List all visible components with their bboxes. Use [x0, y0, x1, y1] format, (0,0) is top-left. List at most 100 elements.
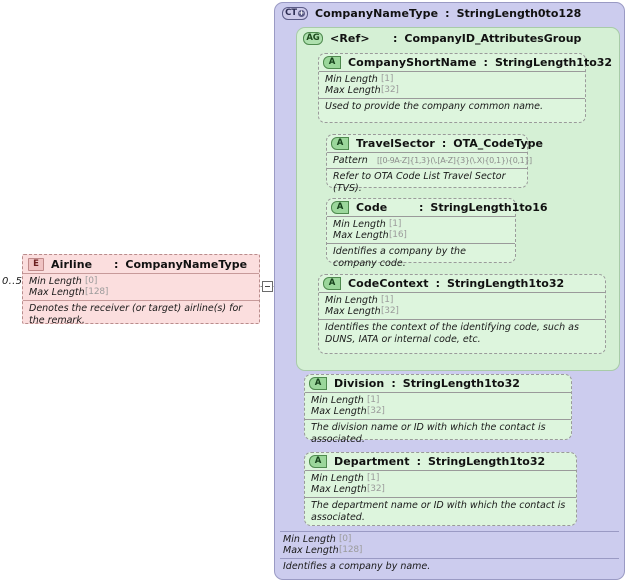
attribute-division[interactable]: A Division : StringLength1to32 Min Lengt…	[304, 374, 572, 445]
facet-row: Min Length [1]	[325, 74, 579, 85]
attribute-separator: :	[416, 455, 421, 468]
facet-value-min-length: [1]	[367, 395, 380, 405]
facet-key-max-length: Max Length	[311, 484, 367, 495]
attribute-group-type: CompanyID_AttributesGroup	[404, 32, 582, 45]
facet-value-max-length: [32]	[381, 306, 399, 316]
attribute-company-short-name[interactable]: A CompanyShortName : StringLength1to32 M…	[318, 53, 612, 123]
attribute-header: A Code : StringLength1to16	[327, 199, 548, 216]
attribute-travel-sector[interactable]: A TravelSector : OTA_CodeType Pattern [[…	[326, 134, 543, 194]
facet-key-min-length: Min Length	[311, 473, 364, 484]
facet-key-max-length: Max Length	[333, 230, 389, 241]
attribute-annotation: Identifies a company by the company code…	[327, 243, 515, 272]
attribute-department[interactable]: A Department : StringLength1to32 Min Len…	[304, 452, 577, 526]
facet-value-max-length: [32]	[367, 484, 385, 494]
facet-value-min-length: [1]	[389, 219, 402, 229]
facet-value-max-length: [128]	[85, 287, 109, 297]
attribute-facets: Min Length [1] Max Length [32]	[305, 392, 571, 419]
element-airline[interactable]: E Airline : CompanyNameType Min Length […	[22, 254, 260, 326]
complex-type-name: CompanyNameType	[315, 7, 439, 20]
facet-key-pattern: Pattern	[333, 155, 368, 166]
element-facets: Min Length [0] Max Length [128]	[23, 273, 259, 300]
attribute-type: StringLength1to32	[494, 56, 613, 69]
attribute-icon[interactable]: A	[331, 201, 349, 214]
complex-type-separator: :	[445, 7, 450, 20]
facet-row: Max Length [32]	[311, 484, 570, 495]
facet-key-min-length: Min Length	[333, 219, 386, 230]
attribute-separator: :	[419, 201, 424, 214]
facet-key-min-length: Min Length	[29, 276, 82, 287]
element-annotation: Denotes the receiver (or target) airline…	[23, 300, 259, 329]
element-header: E Airline : CompanyNameType	[23, 255, 259, 273]
attribute-annotation: Used to provide the company common name.	[319, 98, 585, 116]
attribute-facets: Min Length [1] Max Length [32]	[319, 71, 585, 98]
facet-value-min-length: [1]	[381, 295, 394, 305]
facet-row: Min Length [1]	[333, 219, 509, 230]
complex-type-annotation: Identifies a company by name.	[280, 557, 619, 576]
facet-value-max-length: [128]	[339, 544, 363, 555]
complex-type-type: StringLength0to128	[456, 7, 582, 20]
attribute-annotation: Identifies the context of the identifyin…	[319, 319, 605, 348]
facet-value-max-length: [32]	[367, 406, 385, 416]
collapse-toggle-icon[interactable]	[262, 281, 273, 292]
attribute-icon[interactable]: A	[323, 277, 341, 290]
attribute-icon[interactable]: A	[309, 455, 327, 468]
attribute-type: StringLength1to16	[430, 201, 548, 214]
facet-row: Min Length [0]	[283, 534, 613, 545]
attribute-facets: Min Length [1] Max Length [16]	[327, 216, 515, 243]
attribute-annotation: The department name or ID with which the…	[305, 497, 576, 526]
element-name: Airline	[51, 258, 93, 271]
attribute-code-context[interactable]: A CodeContext : StringLength1to32 Min Le…	[318, 274, 606, 354]
attribute-annotation: The division name or ID with which the c…	[305, 419, 571, 448]
attribute-group-icon[interactable]: AG	[303, 32, 323, 45]
attribute-code[interactable]: A Code : StringLength1to16 Min Length [1…	[326, 198, 548, 269]
facet-key-max-length: Max Length	[29, 287, 85, 298]
attribute-name: CompanyShortName	[348, 56, 477, 69]
attribute-type: StringLength1to32	[428, 455, 546, 468]
facet-row: Min Length [1]	[325, 295, 599, 306]
attribute-group-header: AG <Ref> : CompanyID_AttributesGroup	[297, 28, 619, 48]
facet-key-min-length: Min Length	[325, 74, 378, 85]
attribute-annotation: Refer to OTA Code List Travel Sector (TV…	[327, 168, 527, 197]
attribute-facets: Pattern [[0-9A-Z]{1,3}(\.[A-Z]{3}(\.X){0…	[327, 152, 532, 168]
attribute-header: A Division : StringLength1to32	[305, 375, 571, 392]
element-separator: :	[114, 258, 119, 271]
expand-plus-icon[interactable]: +	[297, 9, 305, 17]
attribute-separator: :	[483, 56, 488, 69]
attribute-name: Department	[334, 455, 410, 468]
facet-key-min-length: Min Length	[283, 533, 336, 545]
attribute-type: StringLength1to32	[402, 377, 520, 390]
complex-type-icon-label: CT	[285, 8, 297, 19]
attribute-name: Division	[334, 377, 385, 390]
facet-row: Max Length [32]	[325, 306, 599, 317]
facet-value-max-length: [32]	[381, 85, 399, 95]
attribute-header: A CodeContext : StringLength1to32	[319, 275, 605, 292]
facet-row: Min Length [1]	[311, 395, 565, 406]
attribute-header: A CompanyShortName : StringLength1to32	[319, 54, 612, 71]
facet-key-max-length: Max Length	[311, 406, 367, 417]
facet-row: Max Length [128]	[29, 287, 253, 298]
facet-value-min-length: [1]	[367, 473, 380, 483]
attribute-name: CodeContext	[348, 277, 429, 290]
attribute-type: OTA_CodeType	[453, 137, 543, 150]
attribute-header: A Department : StringLength1to32	[305, 453, 576, 470]
attribute-header: A TravelSector : OTA_CodeType	[327, 135, 543, 152]
attribute-facets: Min Length [1] Max Length [32]	[319, 292, 605, 319]
element-icon[interactable]: E	[28, 258, 44, 271]
attribute-name: Code	[356, 201, 388, 214]
complex-type-facets: Min Length [0] Max Length [128]	[280, 530, 619, 558]
facet-row: Max Length [16]	[333, 230, 509, 241]
element-type: CompanyNameType	[125, 258, 248, 271]
facet-value-min-length: [0]	[85, 276, 98, 286]
facet-row: Max Length [128]	[283, 545, 613, 556]
attribute-facets: Min Length [1] Max Length [32]	[305, 470, 576, 497]
facet-row: Max Length [32]	[325, 85, 579, 96]
facet-value-min-length: [1]	[381, 74, 394, 84]
complex-type-icon[interactable]: CT+	[282, 7, 308, 20]
facet-value-max-length: [16]	[389, 230, 407, 240]
facet-row: Min Length [1]	[311, 473, 570, 484]
attribute-icon[interactable]: A	[323, 56, 341, 69]
facet-key-min-length: Min Length	[325, 295, 378, 306]
attribute-icon[interactable]: A	[309, 377, 327, 390]
occurrence-indicator: 0..5	[2, 276, 23, 287]
attribute-icon[interactable]: A	[331, 137, 349, 150]
